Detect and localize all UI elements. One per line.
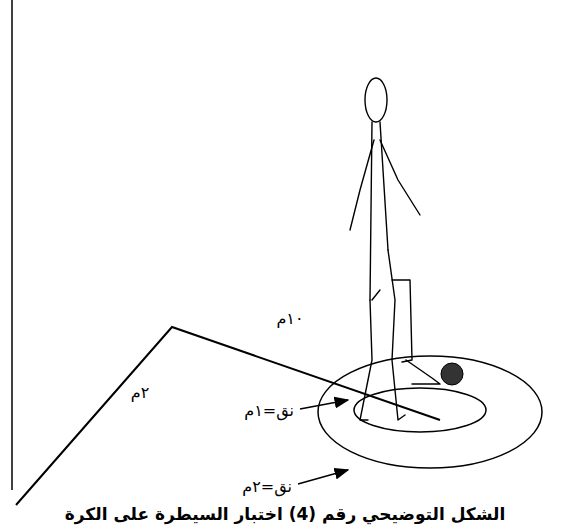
distance-label: ٢م (129, 383, 152, 402)
radius-label: نق=٢م (240, 477, 294, 496)
figure-caption: الشكل التوضيحي رقم (4) اختبار السيطرة عل… (65, 504, 505, 524)
radius-label: نق=١م (242, 401, 296, 420)
distance-label: ١٠م (274, 309, 305, 328)
